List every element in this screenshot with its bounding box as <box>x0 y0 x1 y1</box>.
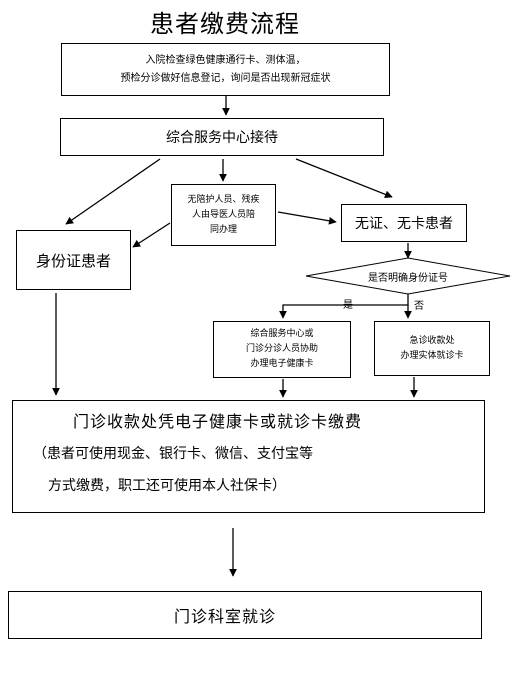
no-escort-line3: 同办理 <box>209 224 237 235</box>
payment-line3: 方式缴费，职工还可使用本人社保卡） <box>48 478 286 494</box>
no-escort-box: 无陪护人员、残疾 人由导医人员陪 同办理 <box>171 184 276 246</box>
entry-check-box: 入院检查绿色健康通行卡、测体温， 预检分诊做好信息登记，询问是否出现新冠症状 <box>61 43 390 96</box>
emergency-card-line1: 急诊收款处 <box>409 335 455 346</box>
arrow-service-to-noid <box>295 158 393 199</box>
id-card-patient-box: 身份证患者 <box>16 230 131 290</box>
assist-ehealth-line1: 综合服务中心或 <box>250 329 314 339</box>
no-id-no-card-box: 无证、无卡患者 <box>341 204 467 242</box>
decision-label: 是否明确身份证号 <box>368 273 448 284</box>
page-title: 患者缴费流程 <box>150 10 300 38</box>
outpatient-label: 门诊科室就诊 <box>173 607 276 626</box>
assist-ehealth-line3: 办理电子健康卡 <box>250 359 314 369</box>
edge-label-no: 否 <box>414 301 424 312</box>
no-escort-line1: 无陪护人员、残疾 <box>187 194 260 205</box>
payment-line1: 门诊收款处凭电子健康卡或就诊卡缴费 <box>73 412 363 431</box>
entry-check-line2: 预检分诊做好信息登记，询问是否出现新冠症状 <box>120 72 331 84</box>
arrow-decision-yes <box>279 293 409 319</box>
arrow-noescort-to-idcard <box>132 222 171 248</box>
service-center-box: 综合服务中心接待 <box>60 118 384 156</box>
entry-check-line1: 入院检查绿色健康通行卡、测体温， <box>145 54 306 66</box>
service-center-label: 综合服务中心接待 <box>166 130 278 146</box>
payment-box: 门诊收款处凭电子健康卡或就诊卡缴费 （患者可使用现金、银行卡、微信、支付宝等 方… <box>12 400 485 513</box>
arrow-service-to-idcard <box>65 158 161 225</box>
edge-label-yes: 是 <box>343 300 353 311</box>
assist-ehealth-line2: 门诊分诊人员协助 <box>245 344 318 354</box>
outpatient-box: 门诊科室就诊 <box>8 591 482 639</box>
no-id-no-card-label: 无证、无卡患者 <box>355 216 453 232</box>
assist-ehealth-box: 综合服务中心或 门诊分诊人员协助 办理电子健康卡 <box>213 321 351 378</box>
id-card-patient-label: 身份证患者 <box>35 251 111 270</box>
emergency-card-box: 急诊收款处 办理实体就诊卡 <box>374 321 490 376</box>
arrow-noescort-to-noid <box>277 211 337 225</box>
decision-diamond <box>305 257 511 295</box>
payment-line2: （患者可使用现金、银行卡、微信、支付宝等 <box>33 446 313 462</box>
emergency-card-line2: 办理实体就诊卡 <box>400 350 464 361</box>
no-escort-line2: 人由导医人员陪 <box>191 209 255 220</box>
